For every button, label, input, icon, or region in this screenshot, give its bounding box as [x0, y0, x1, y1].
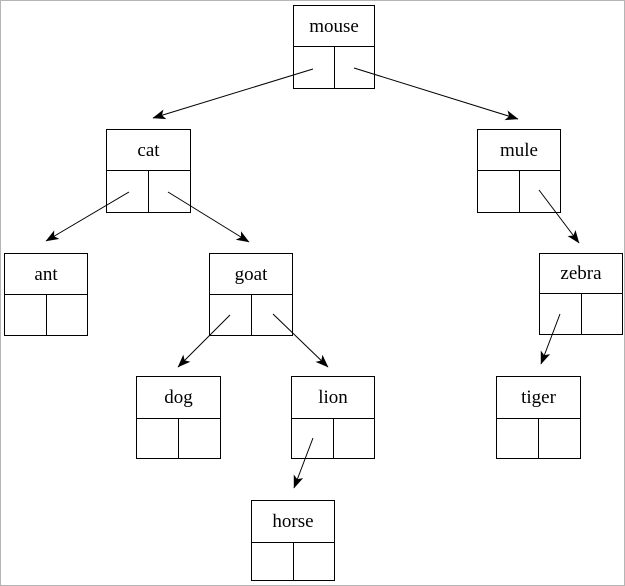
node-pointer-cells: [292, 419, 374, 458]
left-pointer-cell: [252, 543, 294, 580]
node-pointer-cells: [137, 419, 220, 458]
edge-mouse-cat: [152, 68, 314, 120]
left-pointer-cell: [107, 171, 149, 212]
node-pointer-cells: [294, 47, 374, 88]
tree-node-mouse: mouse: [293, 5, 375, 89]
tree-node-horse: horse: [251, 500, 335, 581]
left-pointer-cell: [5, 295, 47, 335]
right-pointer-cell: [294, 543, 335, 580]
tree-node-tiger: tiger: [496, 376, 581, 459]
node-pointer-cells: [497, 419, 580, 458]
tree-node-ant: ant: [4, 253, 88, 336]
node-label: zebra: [540, 254, 622, 294]
node-pointer-cells: [107, 171, 190, 212]
tree-node-goat: goat: [209, 253, 293, 336]
right-pointer-cell: [252, 295, 293, 335]
tree-node-zebra: zebra: [539, 253, 623, 335]
right-pointer-cell: [179, 419, 220, 458]
node-label: dog: [137, 377, 220, 419]
edge-mouse-mule: [353, 67, 519, 121]
node-label: cat: [107, 130, 190, 171]
right-pointer-cell: [335, 47, 375, 88]
left-pointer-cell: [137, 419, 179, 458]
right-pointer-cell: [47, 295, 88, 335]
left-pointer-cell: [294, 47, 335, 88]
node-label: mule: [478, 130, 560, 171]
right-pointer-cell: [582, 294, 623, 334]
tree-node-dog: dog: [136, 376, 221, 459]
node-label: goat: [210, 254, 292, 295]
node-label: lion: [292, 377, 374, 419]
node-pointer-cells: [210, 295, 292, 335]
left-pointer-cell: [497, 419, 539, 458]
node-label: tiger: [497, 377, 580, 419]
right-pointer-cell: [334, 419, 375, 458]
right-pointer-cell: [149, 171, 190, 212]
node-pointer-cells: [252, 543, 334, 580]
node-pointer-cells: [540, 294, 622, 334]
tree-node-mule: mule: [477, 129, 561, 213]
node-label: horse: [252, 501, 334, 543]
node-pointer-cells: [478, 171, 560, 212]
node-label: ant: [5, 254, 87, 295]
left-pointer-cell: [540, 294, 582, 334]
left-pointer-cell: [292, 419, 334, 458]
node-label: mouse: [294, 6, 374, 47]
tree-node-lion: lion: [291, 376, 375, 459]
node-pointer-cells: [5, 295, 87, 335]
tree-node-cat: cat: [106, 129, 191, 213]
left-pointer-cell: [478, 171, 520, 212]
left-pointer-cell: [210, 295, 252, 335]
right-pointer-cell: [520, 171, 561, 212]
right-pointer-cell: [539, 419, 580, 458]
